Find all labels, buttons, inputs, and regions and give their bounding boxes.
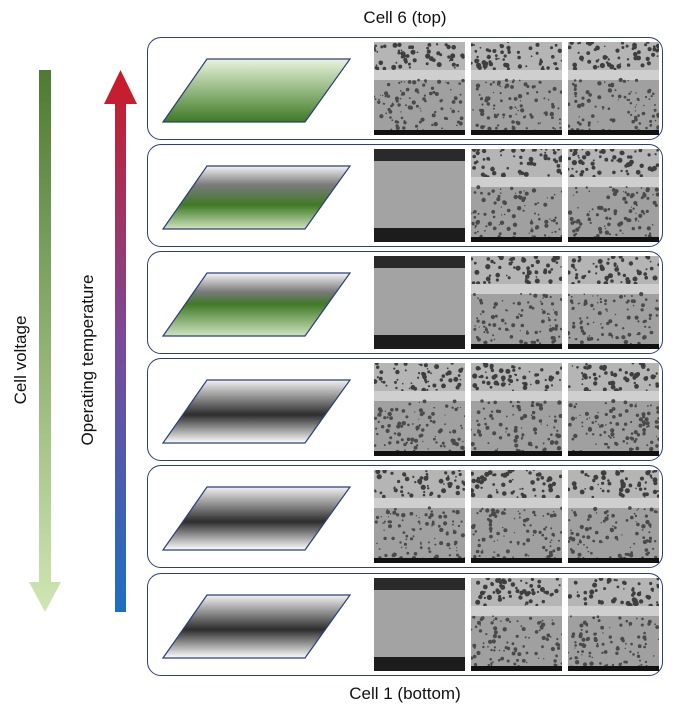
sem-micrograph — [568, 363, 659, 456]
cell-voltage-arrow — [29, 70, 61, 612]
cell-panel-cell-4 — [147, 251, 663, 354]
cell-gradient-parallelogram — [162, 58, 352, 123]
operating-temperature-label: Operating temperature — [78, 274, 97, 446]
cell-gradient-parallelogram — [162, 165, 352, 230]
sem-micrograph — [568, 42, 659, 135]
sem-micrograph — [568, 256, 659, 349]
cell-panel-cell-1 — [147, 573, 663, 676]
sem-micrograph — [471, 42, 562, 135]
cell-voltage-label: Cell voltage — [11, 315, 30, 405]
axis-arrows — [29, 70, 137, 612]
cell-gradient-parallelogram — [162, 486, 352, 551]
sem-micrograph — [471, 470, 562, 563]
sem-micrograph — [374, 578, 465, 671]
cell-panel-cell-6 — [147, 37, 663, 140]
sem-micrograph — [471, 256, 562, 349]
sem-micrograph — [374, 470, 465, 563]
bottom-cell-label: Cell 1 (bottom) — [349, 684, 461, 703]
cell-gradient-parallelogram — [162, 594, 352, 659]
sem-micrograph — [568, 470, 659, 563]
cell-gradient-parallelogram — [162, 272, 352, 337]
top-cell-label: Cell 6 (top) — [363, 8, 447, 27]
sem-micrograph — [568, 149, 659, 242]
sem-micrograph — [374, 42, 465, 135]
sem-micrograph — [374, 149, 465, 242]
cell-panel-cell-5 — [147, 144, 663, 247]
sem-micrograph — [374, 256, 465, 349]
sem-micrograph — [471, 363, 562, 456]
sem-micrograph — [471, 149, 562, 242]
cell-gradient-parallelogram — [162, 379, 352, 444]
sem-micrograph — [471, 578, 562, 671]
sem-micrograph — [374, 363, 465, 456]
cell-panel-cell-2 — [147, 465, 663, 568]
operating-temperature-arrow — [104, 70, 137, 612]
cell-panel-cell-3 — [147, 358, 663, 461]
sem-micrograph — [568, 578, 659, 671]
